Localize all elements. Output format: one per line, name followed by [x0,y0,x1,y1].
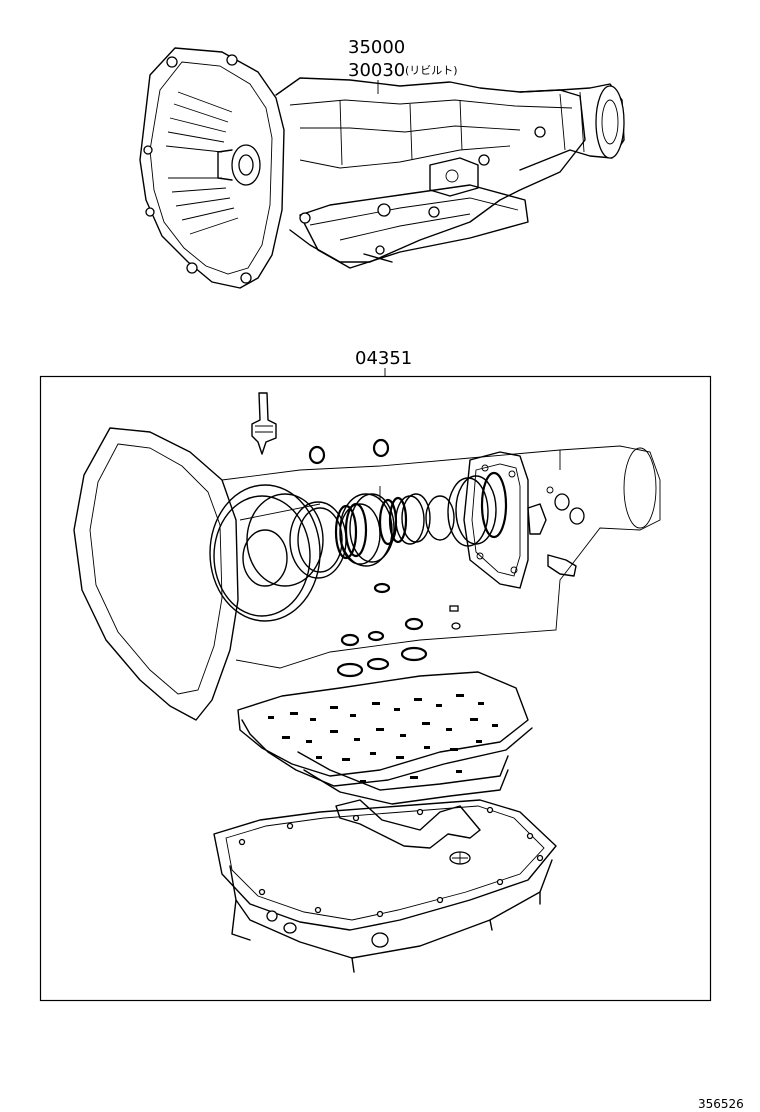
callout-rebuilt-note: (リビルト) [405,64,458,77]
callout-30030: 30030 [348,60,405,81]
kit-frame [39,375,712,1002]
callout-04351: 04351 [355,348,412,369]
reference-code: 356526 [698,1097,744,1111]
transmission-assembly [139,47,625,289]
gasket-kit-view [73,392,661,973]
callout-35000: 35000 [348,37,405,58]
